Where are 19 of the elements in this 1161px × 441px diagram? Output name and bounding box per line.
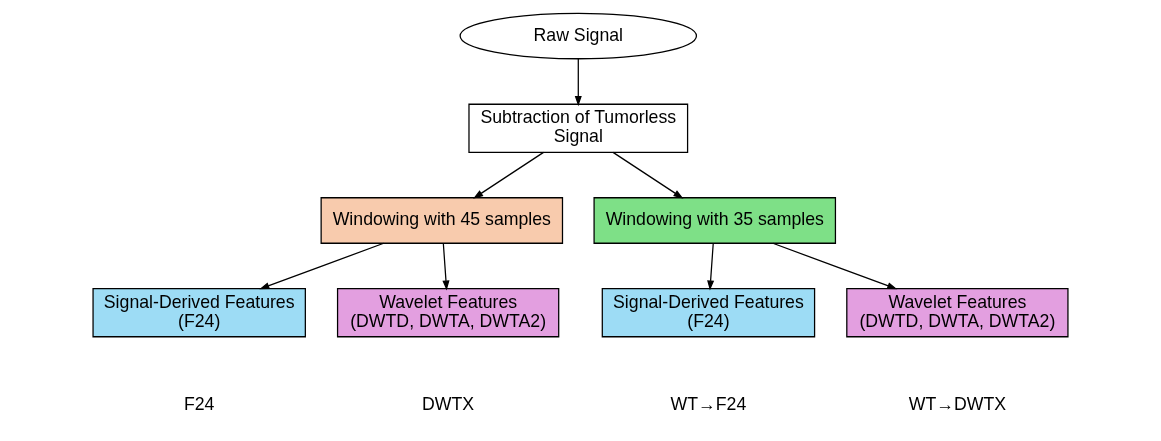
arrow	[259, 242, 385, 290]
node-box: Windowing with 35 samples	[593, 197, 837, 244]
node-box: Subtraction of Tumorless Signal	[468, 103, 689, 153]
node-box: Wavelet Features (DWTD, DWTA, DWTA2)	[336, 288, 560, 338]
node-box: Signal-Derived Features (F24)	[601, 288, 816, 338]
arrow	[442, 242, 450, 291]
node-label: F24	[183, 393, 215, 414]
node-label: DWTX	[422, 393, 475, 414]
arrow	[772, 242, 898, 290]
node-box: Windowing with 45 samples	[320, 197, 564, 244]
node-ellipse: Raw Signal	[459, 12, 698, 60]
node-label: WT→F24	[670, 393, 747, 414]
node-box: Signal-Derived Features (F24)	[92, 288, 306, 338]
arrow	[707, 242, 715, 291]
arrow	[574, 58, 582, 107]
node-box: Wavelet Features (DWTD, DWTA, DWTA2)	[846, 288, 1069, 338]
node-label: WT→DWTX	[908, 393, 1007, 414]
arrow	[612, 151, 684, 199]
arrow	[473, 151, 545, 199]
